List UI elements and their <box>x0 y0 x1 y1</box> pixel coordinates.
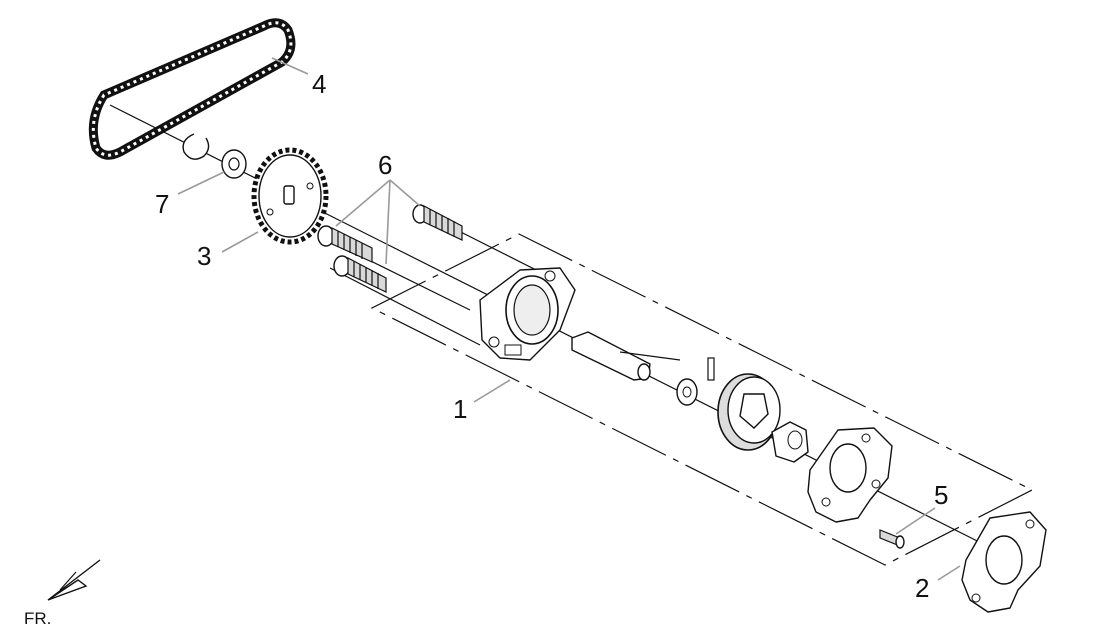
bolt-6-middle <box>317 225 373 263</box>
arrow-front-icon <box>47 559 101 601</box>
front-label: FR. <box>24 609 51 628</box>
callout-6: 6 <box>378 150 392 180</box>
bolt-6-upper <box>412 204 463 241</box>
sprocket-3 <box>251 147 329 245</box>
leader-lines <box>177 57 961 581</box>
pump-shaft <box>571 331 681 381</box>
callout-3: 3 <box>197 241 211 271</box>
circlip <box>182 133 210 160</box>
callout-5: 5 <box>934 480 948 510</box>
pump-housing-1 <box>479 267 576 361</box>
pump-cover <box>807 427 893 523</box>
callout-7: 7 <box>155 189 169 219</box>
callout-2: 2 <box>915 573 929 603</box>
bolt-6-lower <box>333 255 387 293</box>
drive-pin <box>707 357 715 381</box>
inner-rotor <box>771 421 809 463</box>
assembly-outline <box>370 233 1034 566</box>
screw-5 <box>879 529 905 549</box>
shaft-washer <box>676 378 698 406</box>
center-axis <box>109 104 1016 561</box>
washer-7 <box>221 149 247 179</box>
gasket-2 <box>961 511 1047 613</box>
callouts: 4 7 3 6 1 5 2 <box>155 69 948 603</box>
callout-4: 4 <box>312 69 326 99</box>
callout-1: 1 <box>453 394 467 424</box>
outer-rotor <box>717 373 781 451</box>
